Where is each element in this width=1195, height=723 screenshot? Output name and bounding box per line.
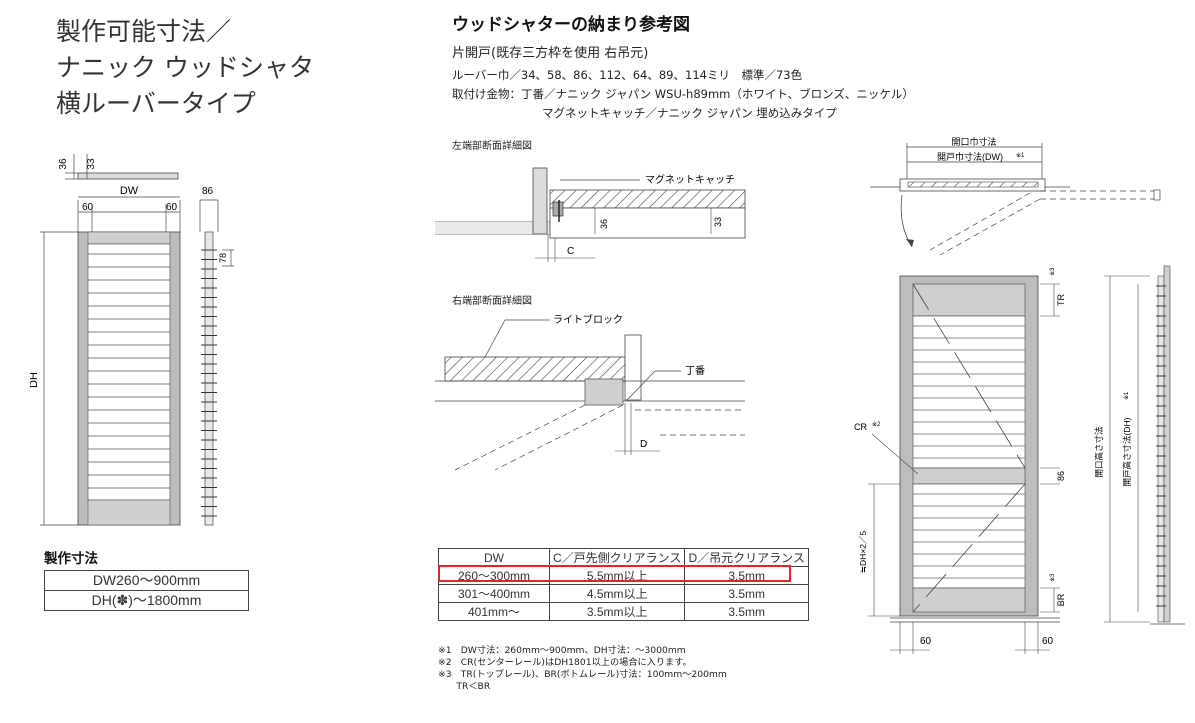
door-width-note: ※1 bbox=[1016, 152, 1025, 159]
elev-dim-60-right: 60 bbox=[1042, 636, 1054, 647]
footnotes: ※1 DW寸法：260mm〜900mm、DH寸法：〜3000mm ※2 CR(セ… bbox=[438, 645, 727, 693]
dim-36: 36 bbox=[58, 158, 69, 170]
opening-width-label: 開口巾寸法 bbox=[951, 136, 996, 147]
dim-c: C bbox=[567, 246, 574, 257]
center-rail bbox=[912, 467, 1026, 485]
light-block-label: ライトブロック bbox=[553, 313, 623, 326]
table-cell: 4.5mm以上 bbox=[548, 584, 686, 603]
dim-dh: DH bbox=[30, 372, 40, 388]
footnote-2: ※2 CR(センターレール)はDH1801以上の場合に入ります。 bbox=[438, 657, 692, 668]
table-header: DW bbox=[438, 548, 550, 567]
dim-33-section: 33 bbox=[713, 217, 723, 227]
elevation-view: TR ※3 86 BR ※3 CR ※2 ≒DH×2／5 60 60 開口高さ寸… bbox=[854, 265, 1185, 654]
magnet-catch-label: マグネットキャッチ bbox=[645, 173, 735, 186]
diagram-subtitle: 片開戸(既存三方枠を使用 右吊元) bbox=[452, 46, 649, 61]
tr-note: ※3 bbox=[1049, 267, 1056, 276]
left-title-line-1: 製作可能寸法／ bbox=[56, 17, 232, 46]
table-row: 401mm〜 3.5mm以上 3.5mm bbox=[438, 602, 809, 621]
left-section-title: 左端部断面詳細図 bbox=[452, 141, 532, 152]
table-cell: 301〜400mm bbox=[438, 584, 550, 603]
dim-78: 78 bbox=[218, 253, 228, 263]
footnote-4: TR＜BR bbox=[438, 681, 491, 692]
highlight-row-box bbox=[438, 565, 791, 582]
left-title-line-2: ナニック ウッドシャタ bbox=[56, 53, 314, 82]
spec-line-3: マグネットキャッチ／ナニック ジャパン 埋め込みタイプ bbox=[542, 106, 837, 120]
cr-height-label: 86 bbox=[1056, 471, 1066, 481]
dim-33: 33 bbox=[86, 158, 97, 170]
br-label: BR bbox=[1056, 593, 1066, 606]
spec-line-1: ルーバー巾／34、58、86、112、64、89、114ミリ 標準／73色 bbox=[452, 68, 803, 82]
diagram-title: ウッドシャターの納まり参考図 bbox=[452, 15, 690, 35]
table-cell: 3.5mm以上 bbox=[548, 602, 686, 621]
table-cell: 3.5mm bbox=[684, 584, 809, 603]
dim-d: D bbox=[640, 439, 647, 450]
size-row-dw: DW260〜900mm bbox=[45, 571, 248, 591]
spec-line-2: 取付け金物：丁番／ナニック ジャパン WSU-h89mm（ホワイト、ブロンズ、ニ… bbox=[452, 87, 914, 101]
dim-60-left: 60 bbox=[82, 202, 94, 213]
table-header: C／戸先側クリアランス bbox=[548, 548, 686, 567]
hinge-label: 丁番 bbox=[685, 365, 705, 377]
size-box: DW260〜900mm DH(✽)〜1800mm bbox=[44, 570, 249, 611]
dim-36-section: 36 bbox=[599, 219, 609, 229]
door-height-label: 開戸高さ寸法(DH) bbox=[1122, 417, 1132, 486]
elev-dim-60-left: 60 bbox=[920, 636, 932, 647]
table-header-row: DW C／戸先側クリアランス D／吊元クリアランス bbox=[438, 548, 809, 567]
dim-dw: DW bbox=[120, 185, 139, 197]
table-row: 301〜400mm 4.5mm以上 3.5mm bbox=[438, 584, 809, 603]
right-section-detail: ライトブロック 丁番 D bbox=[435, 313, 745, 471]
dim-86: 86 bbox=[202, 186, 214, 197]
footnote-1: ※1 DW寸法：260mm〜900mm、DH寸法：〜3000mm bbox=[438, 645, 686, 656]
tr-label: TR bbox=[1056, 294, 1066, 306]
left-section-detail: マグネットキャッチ 36 33 C bbox=[435, 167, 746, 262]
table-cell: 3.5mm bbox=[684, 602, 809, 621]
plan-view: 開口巾寸法 開戸巾寸法(DW) ※1 bbox=[870, 136, 1161, 256]
br-note: ※3 bbox=[1049, 573, 1056, 582]
cr-note: ※2 bbox=[872, 421, 881, 428]
dim-60-right: 60 bbox=[166, 202, 178, 213]
right-section-title: 右端部断面詳細図 bbox=[452, 296, 532, 307]
size-row-dh: DH(✽)〜1800mm bbox=[91, 592, 202, 608]
cr-label: CR bbox=[854, 422, 867, 432]
table-header: D／吊元クリアランス bbox=[684, 548, 809, 567]
door-width-label: 開戸巾寸法(DW) bbox=[937, 151, 1003, 162]
louver-panel bbox=[87, 243, 171, 501]
elevation-side-profile bbox=[1157, 275, 1165, 623]
opening-height-label: 開口高さ寸法 bbox=[1094, 426, 1104, 477]
cr-position-label: ≒DH×2／5 bbox=[858, 531, 868, 574]
table-cell: 401mm〜 bbox=[438, 602, 550, 621]
left-title: 製作可能寸法／ ナニック ウッドシャタ 横ルーバータイプ bbox=[56, 14, 314, 122]
clearance-table: DW C／戸先側クリアランス D／吊元クリアランス 260〜300mm 5.5m… bbox=[438, 548, 809, 621]
top-section-strip bbox=[77, 172, 179, 180]
footnote-3: ※3 TR(トップレール)、BR(ボトムレール)寸法：100mm〜200mm bbox=[438, 669, 727, 680]
door-height-note: ※1 bbox=[1123, 391, 1130, 400]
size-heading: 製作寸法 bbox=[44, 551, 98, 567]
side-profile bbox=[204, 231, 214, 526]
left-shutter-drawing: 36 33 DW 60 60 DH 86 78 bbox=[30, 154, 234, 526]
left-title-line-3: 横ルーバータイプ bbox=[56, 89, 256, 118]
